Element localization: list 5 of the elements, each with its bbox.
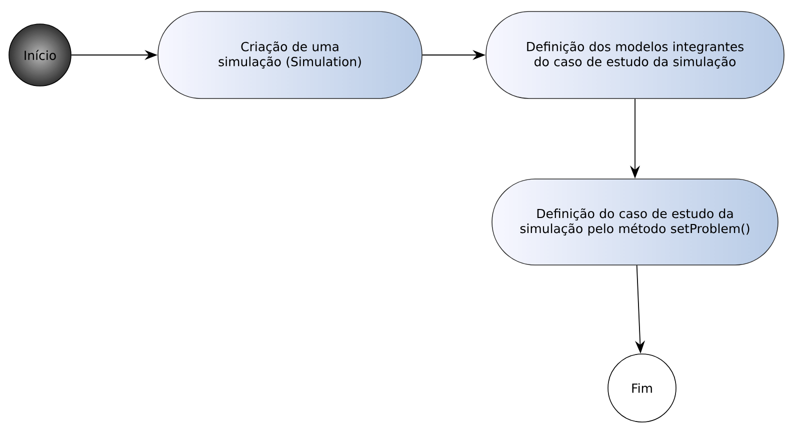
- start-node: Início: [8, 24, 72, 86]
- action-box: Definição do caso de estudo da simulação pelo método setProblem(): [492, 178, 778, 266]
- end-node: Fim: [608, 354, 676, 422]
- action-box: Criação de uma simulação (Simulation): [158, 11, 422, 99]
- action-box: Definição dos modelos integrantes do caso de estudo da simulação: [486, 11, 784, 99]
